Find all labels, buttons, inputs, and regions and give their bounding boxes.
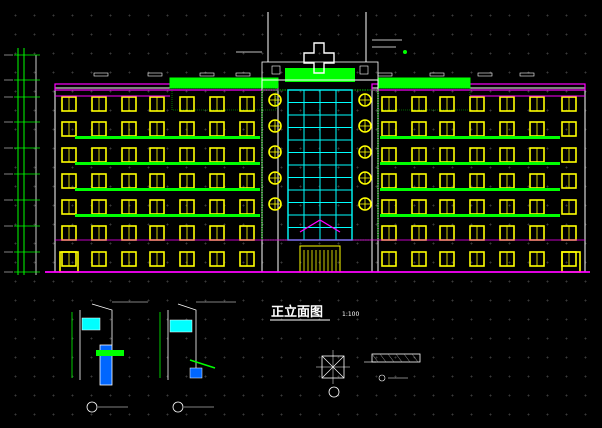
cross-icon [303,42,335,74]
floor-band [75,214,260,217]
drawing-title: 正立面图 [271,304,323,320]
left-wing-windows [59,96,255,273]
floor-bands [55,95,585,241]
roof-tag [235,72,251,77]
detail-section-1 [71,301,148,413]
roof-tag [147,72,163,77]
central-tower [261,61,379,273]
floor-band [380,214,560,217]
floor-band [380,188,560,191]
roof-tag [93,72,109,77]
floor-band [380,136,560,139]
floor-band [75,162,260,165]
roof-tag [377,72,393,77]
roof-tag [477,72,493,77]
drawing-scale: 1:100 [342,311,359,318]
floor-band [380,162,560,165]
floor-band [75,188,260,191]
building-right-wing [371,77,586,273]
roof-tag [429,72,445,77]
section-marker-icon [378,374,386,382]
section-marker-icon [172,401,184,413]
curtain-wall [287,89,353,241]
detail-section-4 [364,353,421,382]
right-wing-windows [381,96,581,273]
side-door [561,251,581,273]
detail-section-2 [159,301,236,413]
roof-elements [93,12,535,77]
building-left-wing [54,77,279,273]
roof-tag [519,72,535,77]
section-marker-icon [86,401,98,413]
roof-tag [199,72,215,77]
floor-band [75,136,260,139]
circle-windows [268,93,372,211]
section-marker-icon [328,386,340,398]
detail-plan-3 [316,350,350,398]
dimension-column [4,48,40,275]
